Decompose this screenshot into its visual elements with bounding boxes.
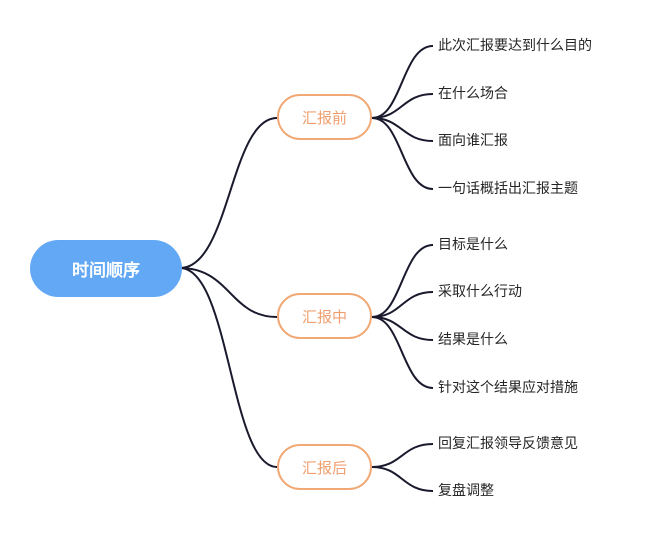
branch-node-label: 汇报中	[301, 307, 347, 326]
leaf-node[interactable]: 在什么场合	[438, 86, 508, 102]
leaf-node[interactable]: 回复汇报领导反馈意见	[438, 436, 578, 452]
connector-root-branch-0	[179, 117, 278, 269]
leaf-node[interactable]: 面向谁汇报	[438, 133, 508, 149]
connector-branch-0-leaf-0	[371, 45, 434, 119]
branch-node-before-report[interactable]: 汇报前	[277, 94, 372, 140]
connector-branch-0-leaf-2	[371, 117, 434, 142]
connector-branch-1-leaf-3	[371, 316, 434, 389]
branch-node-after-report[interactable]: 汇报后	[277, 444, 372, 490]
connector-branch-2-leaf-1	[371, 466, 434, 492]
connector-branch-1-leaf-2	[371, 316, 434, 341]
connector-branch-1-leaf-0	[371, 244, 434, 318]
branch-node-during-report[interactable]: 汇报中	[277, 293, 372, 339]
connector-root-branch-2	[179, 267, 278, 468]
connector-branch-2-leaf-0	[371, 443, 434, 468]
branch-node-label: 汇报后	[301, 458, 347, 477]
leaf-node[interactable]: 目标是什么	[438, 237, 508, 253]
root-node-label: 时间顺序	[72, 261, 140, 281]
leaf-node[interactable]: 一句话概括出汇报主题	[438, 181, 578, 197]
connector-branch-0-leaf-1	[371, 93, 434, 119]
leaf-node[interactable]: 复盘调整	[438, 483, 494, 499]
connector-root-branch-1	[179, 267, 278, 318]
leaf-node[interactable]: 采取什么行动	[438, 284, 522, 300]
root-node[interactable]: 时间顺序	[30, 240, 182, 297]
connector-branch-1-leaf-1	[371, 291, 434, 318]
leaf-node[interactable]: 此次汇报要达到什么目的	[438, 38, 592, 54]
branch-node-label: 汇报前	[301, 108, 347, 127]
connector-branch-0-leaf-3	[371, 117, 434, 190]
leaf-node[interactable]: 结果是什么	[438, 332, 508, 348]
leaf-node[interactable]: 针对这个结果应对措施	[438, 380, 578, 396]
